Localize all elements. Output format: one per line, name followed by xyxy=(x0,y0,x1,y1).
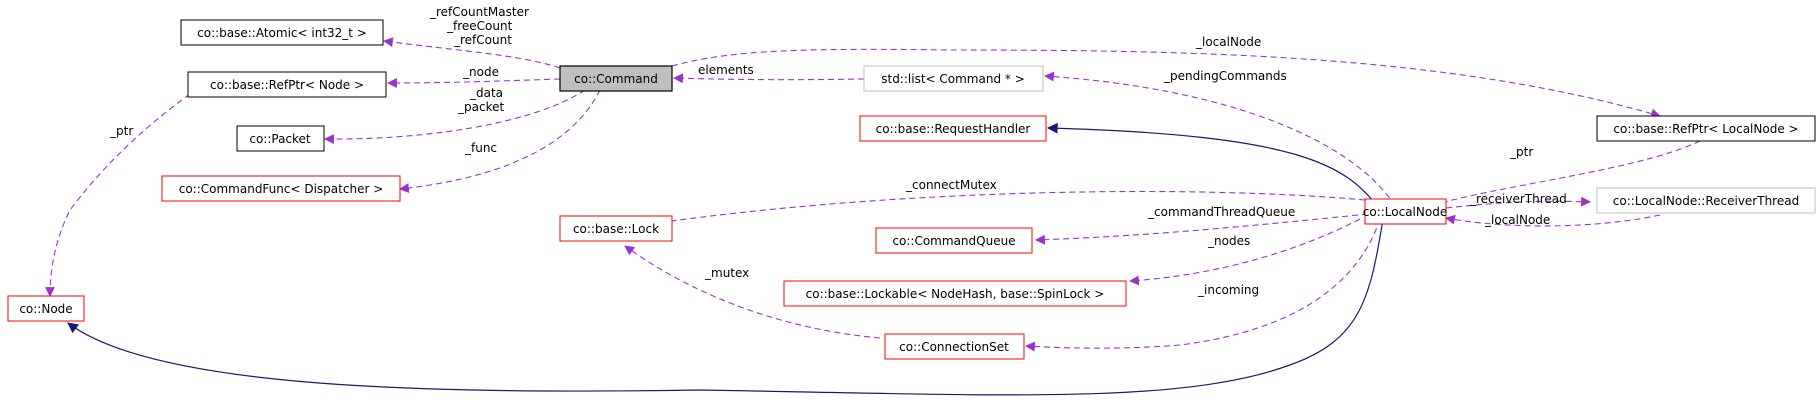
edge-label-commandthreadqueue: _commandThreadQueue xyxy=(1147,205,1295,219)
edge-localnode-stdlist xyxy=(1044,71,1396,207)
node-requesthandler-label: co::base::RequestHandler xyxy=(876,122,1031,136)
node-localnode[interactable]: co::LocalNode xyxy=(1363,198,1447,225)
node-command[interactable]: co::Command xyxy=(559,65,673,92)
edge-connectionset-lock xyxy=(624,245,881,339)
edge-label-connectmutex: _connectMutex xyxy=(905,178,997,192)
edge-label-localnode-back: _localNode xyxy=(1484,213,1550,227)
node-refptr-node-label: co::base::RefPtr< Node > xyxy=(210,78,364,92)
node-node-label: co::Node xyxy=(19,302,72,316)
edge-label-freecount: _freeCount xyxy=(446,19,513,33)
edge-command-packet xyxy=(324,89,586,145)
node-refptr-node[interactable]: co::base::RefPtr< Node > xyxy=(187,71,387,98)
node-receiverthread[interactable]: co::LocalNode::ReceiverThread xyxy=(1596,187,1816,214)
edges xyxy=(45,37,1701,396)
node-commandfunc[interactable]: co::CommandFunc< Dispatcher > xyxy=(161,175,401,202)
edge-label-node: _node xyxy=(462,65,499,79)
edge-localnode-commandqueue xyxy=(1035,213,1369,245)
node-command-label: co::Command xyxy=(574,72,658,86)
node-requesthandler[interactable]: co::base::RequestHandler xyxy=(859,115,1047,142)
node-receiverthread-label: co::LocalNode::ReceiverThread xyxy=(1613,194,1799,208)
node-commandfunc-label: co::CommandFunc< Dispatcher > xyxy=(179,182,384,196)
node-localnode-label: co::LocalNode xyxy=(1363,205,1447,219)
edge-localnode-inherits-node xyxy=(67,218,1384,396)
edge-label-pendingcommands: _pendingCommands xyxy=(1163,69,1287,83)
edge-label-incoming: _incoming xyxy=(1197,283,1259,297)
edge-label-ptr-localnode: _ptr xyxy=(1509,145,1533,159)
edge-label-mutex: _mutex xyxy=(704,266,749,280)
node-stdlist-label: std::list< Command * > xyxy=(881,72,1025,86)
edge-command-commandfunc xyxy=(399,89,601,193)
edge-stdlist-command xyxy=(673,73,865,84)
edge-localnode-connectionset xyxy=(1025,218,1381,352)
node-packet-label: co::Packet xyxy=(249,132,311,146)
edge-label-refcountmaster: _refCountMaster xyxy=(429,5,529,19)
node-lock-label: co::base::Lock xyxy=(573,222,659,236)
edge-label-data: _data xyxy=(469,86,503,100)
edge-localnode-inherits-requesthandler xyxy=(1046,122,1379,208)
node-atomic[interactable]: co::base::Atomic< int32_t > xyxy=(180,19,384,46)
edge-localnode-receiverthread xyxy=(1445,196,1591,209)
node-connectionset[interactable]: co::ConnectionSet xyxy=(884,333,1025,360)
edge-label-receiverthread: _receiverThread xyxy=(1469,192,1567,206)
edge-label-func: _func xyxy=(464,141,497,155)
node-lock[interactable]: co::base::Lock xyxy=(559,215,673,242)
edge-command-refptr-node xyxy=(387,78,561,88)
edge-command-refptr-localnode xyxy=(671,48,1661,119)
edge-label-ptr-node: _ptr xyxy=(109,124,133,138)
edge-localnode-lockable xyxy=(1129,218,1361,286)
node-connectionset-label: co::ConnectionSet xyxy=(899,340,1009,354)
node-node[interactable]: co::Node xyxy=(7,295,85,322)
edge-label-packet: _packet xyxy=(457,100,504,114)
node-atomic-label: co::base::Atomic< int32_t > xyxy=(197,26,367,40)
node-stdlist[interactable]: std::list< Command * > xyxy=(863,65,1044,92)
node-lockable[interactable]: co::base::Lockable< NodeHash, base::Spin… xyxy=(783,280,1127,307)
edge-label-elements: elements xyxy=(698,63,754,77)
edge-command-atomic xyxy=(383,37,561,69)
edge-refptr-node-node xyxy=(45,93,191,297)
node-refptr-localnode[interactable]: co::base::RefPtr< LocalNode > xyxy=(1596,115,1816,142)
edge-labels: _refCountMaster _freeCount _refCount _no… xyxy=(109,5,1567,297)
edge-receiverthread-localnode xyxy=(1445,214,1661,227)
node-lockable-label: co::base::Lockable< NodeHash, base::Spin… xyxy=(806,287,1105,301)
edge-label-nodes: _nodes xyxy=(1207,234,1250,248)
node-packet[interactable]: co::Packet xyxy=(236,125,325,152)
node-commandqueue-label: co::CommandQueue xyxy=(892,234,1015,248)
node-commandqueue[interactable]: co::CommandQueue xyxy=(875,227,1033,254)
edge-label-refcount: _refCount xyxy=(453,33,512,47)
edge-label-localnode-top: _localNode xyxy=(1195,35,1261,49)
nodes: co::base::Atomic< int32_t > co::base::Re… xyxy=(7,19,1816,360)
edge-localnode-lock xyxy=(649,190,1366,228)
node-refptr-localnode-label: co::base::RefPtr< LocalNode > xyxy=(1613,122,1798,136)
